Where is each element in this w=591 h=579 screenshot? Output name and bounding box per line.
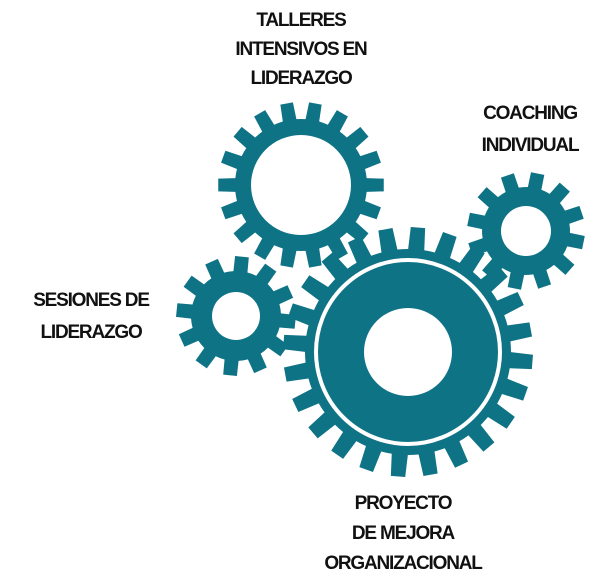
label-line: TALLERES <box>256 10 346 31</box>
label-line: ORGANIZACIONAL <box>324 553 483 574</box>
label-line: INTENSIVOS EN <box>235 39 367 60</box>
label-line: DE MEJORA <box>351 523 455 544</box>
gear-large-proyecto-icon <box>283 227 533 477</box>
label-proyecto-mejora: PROYECTO DE MEJORA ORGANIZACIONAL <box>296 489 510 579</box>
gear-coaching-icon <box>467 172 585 290</box>
label-coaching-individual: COACHING INDIVIDUAL <box>460 98 591 162</box>
label-line: SESIONES DE <box>33 290 150 311</box>
label-talleres-intensivos: TALLERES INTENSIVOS EN LIDERAZGO <box>196 6 406 93</box>
label-line: PROYECTO <box>354 493 453 514</box>
label-line: LIDERAZGO <box>40 322 142 343</box>
label-line: INDIVIDUAL <box>481 135 580 156</box>
gear-sesiones-icon <box>176 256 296 376</box>
gear-large-inner-ring <box>314 258 502 446</box>
label-sesiones-liderazgo: SESIONES DE LIDERAZGO <box>6 285 176 349</box>
gear-talleres-icon <box>218 102 384 268</box>
label-line: COACHING <box>483 103 578 124</box>
label-line: LIDERAZGO <box>250 68 352 89</box>
